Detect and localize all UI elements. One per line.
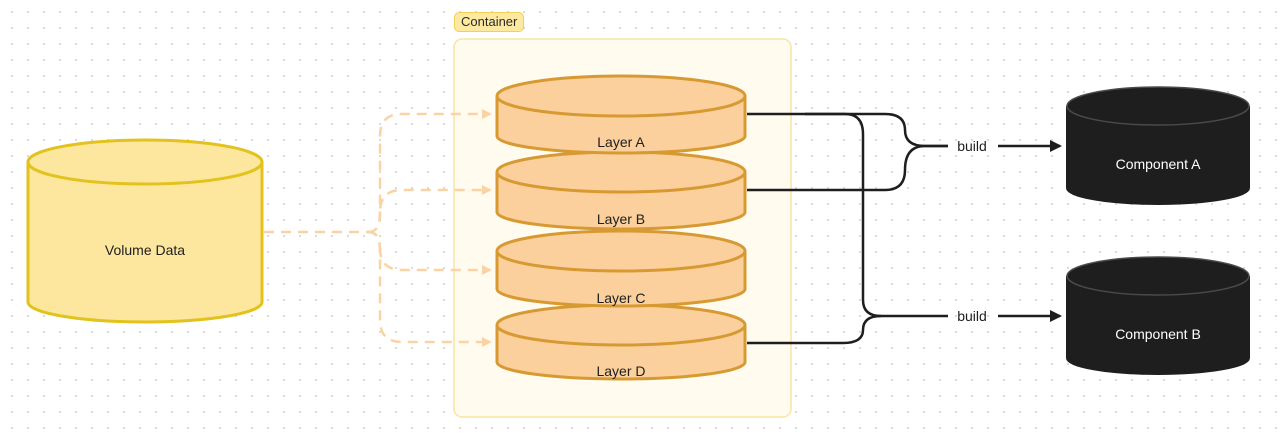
dashed-connector-layer-b	[367, 185, 492, 234]
component-a-cylinder[interactable]: Component A	[1066, 86, 1250, 205]
layer-d-cylinder[interactable]: Layer D	[495, 303, 747, 381]
build-label-a: build	[957, 138, 987, 154]
layer-b-cylinder[interactable]: Layer B	[495, 150, 747, 231]
connector-layer-a-to-build-b	[805, 112, 948, 318]
layer-a-cylinder[interactable]: Layer A	[495, 74, 747, 155]
layer-d-label: Layer D	[596, 363, 645, 379]
component-b-label: Component B	[1115, 326, 1201, 342]
component-a-label: Component A	[1116, 156, 1201, 172]
dashed-connector-layer-d	[367, 230, 492, 347]
layer-a-label: Layer A	[597, 134, 645, 150]
volume-to-layers-connectors	[264, 109, 492, 347]
volume-data-cylinder[interactable]: Volume Data	[26, 138, 264, 324]
component-b-cylinder[interactable]: Component B	[1066, 256, 1250, 375]
volume-data-label: Volume Data	[105, 242, 185, 258]
layer-c-cylinder[interactable]: Layer C	[495, 229, 747, 308]
container-label: Container	[454, 12, 525, 32]
layers-to-build-connectors	[747, 112, 948, 345]
layer-c-label: Layer C	[596, 290, 645, 306]
connector-layer-a-to-build-a	[747, 112, 948, 148]
connector-layer-b-to-build-a	[747, 144, 948, 192]
build-label-b: build	[957, 308, 987, 324]
connector-layer-d-to-build-b	[747, 314, 882, 345]
layer-b-label: Layer B	[597, 211, 645, 227]
